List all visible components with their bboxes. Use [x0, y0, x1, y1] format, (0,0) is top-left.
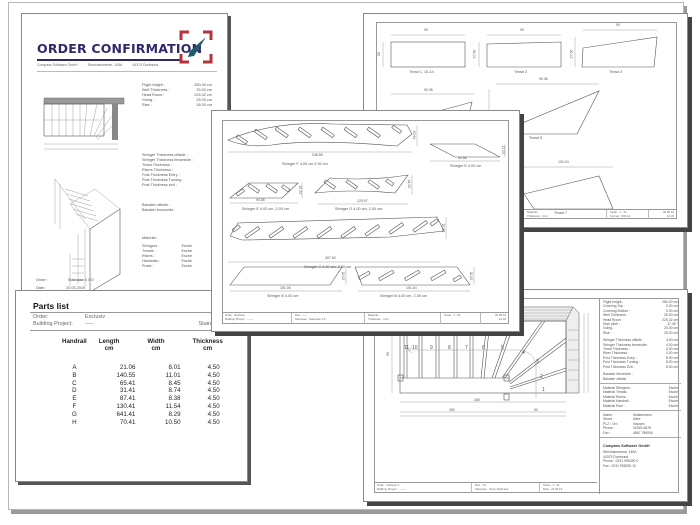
stringer-label: Stringer B 4.00 cm, 2.00 cm: [380, 294, 428, 298]
stringers-drawing-sheet[interactable]: 248.85 49.03 Stringer F 4.00 cm 2.00 cm …: [211, 110, 520, 332]
drawing-border: [374, 298, 679, 493]
parts-list-title: Parts list: [33, 301, 69, 311]
dimension-label: 28: [376, 52, 381, 56]
stringer-label: Stringer B 4.00 cm: [267, 294, 299, 298]
staircase-plan-thumbnail: [43, 97, 125, 150]
step-number: 8: [448, 345, 451, 351]
table-row: E87.418.384.50Esche: [72, 395, 220, 403]
company-logo-icon: [179, 30, 213, 64]
tread-label: Tread 5: [529, 136, 542, 140]
material-specs: Material : Stringers :Esche Treads :Esch…: [142, 236, 192, 268]
dimension-label: 29.95: [469, 271, 474, 281]
dimension-label: 90.36: [424, 88, 433, 92]
dimension-label: 90: [424, 28, 428, 32]
dimension-label: 36.18: [441, 223, 446, 233]
dimension-label: 27.50: [472, 49, 477, 59]
parts-list-meta-left: Order:Exclusiv Building Project:-----: [33, 314, 106, 327]
dimension-label: 151.64: [406, 286, 417, 290]
dimension-label: 90: [520, 28, 524, 32]
parts-list-sheet[interactable]: Parts list Order:Exclusiv Building Proje…: [15, 290, 248, 482]
dimension-label: 49.03: [412, 130, 417, 140]
dimension-label: 29.95: [341, 271, 346, 281]
company-info: Compass Software GmbH Steinhammerstr. 14…: [603, 443, 650, 468]
tread-label: Tread 2: [514, 70, 527, 74]
flight-specs: Flight height :280.00 cm Well Thickness …: [142, 83, 212, 107]
title-underline: [37, 59, 182, 61]
dimension-label: 248.85: [312, 153, 323, 157]
stringer-label: Stringer D 4.00 cm, 2.00 cm: [335, 207, 383, 211]
dimension-label: 250: [449, 408, 455, 412]
divider: [30, 330, 245, 331]
dimension-label: 267.63: [325, 256, 336, 260]
staircase-3d-thumbnail: [54, 178, 121, 293]
dimension-label: 27.50: [569, 49, 574, 59]
dimension-label: 102.24: [558, 160, 569, 164]
dimension-label: 20.13: [501, 145, 506, 155]
dimension-label: 90: [534, 408, 538, 412]
company-name: Compass Software GmbH: [37, 63, 78, 67]
order-info: Order :Staircase 5 OO Date :20.05.2019: [36, 278, 94, 290]
customer-info: Name :Mustermann Street :Allee PLZ / Ort…: [600, 411, 681, 438]
order-confirmation-title: ORDER CONFIRMATION: [37, 41, 203, 56]
step-number: 6: [482, 345, 485, 351]
order-confirmation-sheet[interactable]: ORDER CONFIRMATION Compass Software GmbH…: [21, 13, 228, 298]
dimension-label: 90: [616, 23, 620, 27]
dimension-label: 280: [474, 398, 480, 402]
column-header: Material: [241, 338, 248, 352]
dimension-label: 52.68: [458, 156, 467, 160]
material-specs: Material Stringers :Esche Material Tread…: [600, 384, 681, 411]
stringer-label: Stringer F 4.00 cm 2.00 cm: [282, 162, 328, 166]
step-number: 9: [430, 345, 433, 351]
table-row: C65.418.454.50Esche: [72, 379, 220, 387]
stringers-drawing: [227, 123, 506, 292]
company-street: Steinhammerstr. 145A: [87, 63, 123, 67]
stringer-label: Stringer E 4.00 cm, 2.00 cm: [242, 207, 290, 211]
step-number: 2: [540, 374, 543, 380]
step-number: 1: [542, 387, 545, 393]
treads-title-block: Material :Thickness : 4 cm Scale : 1 : 1…: [524, 209, 677, 219]
step-number: 11: [404, 345, 410, 351]
dimension-label: 32.45: [407, 179, 412, 189]
tread-label: Tread 7: [554, 211, 567, 215]
divider: [37, 71, 217, 72]
table-row: D31.418.744.50Esche: [72, 387, 220, 395]
stringer-label: Stringer C 4.00 cm, 2.00 cm: [304, 265, 352, 269]
tread-label: Tread 3: [609, 70, 622, 74]
step-number: 4: [522, 350, 525, 356]
dimension-label: 90.36: [539, 77, 548, 81]
dimension-label: 120.57: [357, 199, 368, 203]
company-address: Compass Software GmbH Steinhammerstr. 14…: [37, 63, 158, 67]
stringer-label: Stringer E 4.00 cm: [450, 164, 482, 168]
plan-specs-panel: Flight height :280.00 cm Covering Top :0…: [599, 298, 681, 494]
baluster-specs: Baluster offside : Baluster fenceside :: [142, 203, 176, 212]
step-number: 5: [501, 345, 504, 351]
step-number: 3: [536, 359, 539, 365]
step-number: 7: [465, 345, 468, 351]
flight-specs: Flight height :280.00 cm Covering Top :0…: [600, 298, 681, 384]
dimension-label: 151.05: [280, 286, 291, 290]
column-header: Handrail: [62, 338, 87, 345]
tread-label: Tread 1, 10-14: [409, 70, 434, 74]
table-row: A21.068.014.50Esche: [72, 364, 220, 371]
drawing-border: [222, 120, 509, 324]
divider: [30, 312, 245, 313]
company-city: 44379 Dortmund: [132, 63, 159, 67]
dimension-label: 94.65: [256, 198, 265, 202]
step-number: 10: [412, 345, 418, 351]
dimension-label: 23.16: [298, 185, 303, 195]
dimension-label: 90: [385, 352, 390, 356]
